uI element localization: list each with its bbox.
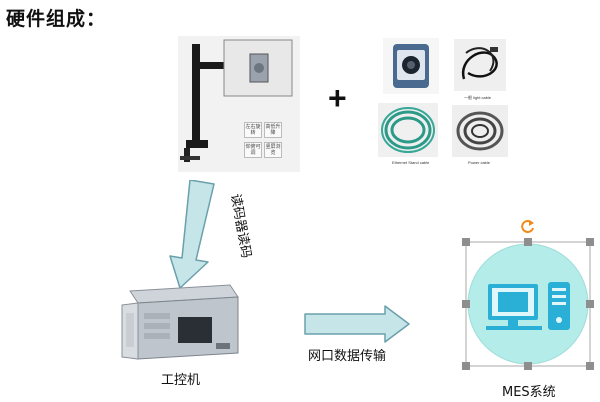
light-cable-photo (454, 39, 506, 91)
plus-sign: + (328, 80, 347, 116)
resize-handle-tm[interactable] (524, 238, 532, 246)
feature-height: 高低升降 (264, 122, 282, 138)
resize-handle-bm[interactable] (524, 362, 532, 370)
resize-handle-tl[interactable] (462, 238, 470, 246)
barcode-scanner-photo (383, 38, 439, 94)
read-code-arrow (169, 180, 215, 289)
mes-label: MES系统 (502, 385, 556, 400)
mes-computer-icon (465, 238, 591, 367)
power-cable-label: Power cable (468, 160, 491, 165)
resize-handle-mr[interactable] (586, 300, 594, 308)
feature-portrait: 竖屏浏览 (264, 142, 282, 158)
feature-tilt: 仰俯可调 (244, 142, 262, 158)
ethernet-cable-label: Ethernet Stand cable (392, 160, 430, 165)
rotate-handle-icon[interactable] (520, 218, 536, 234)
resize-handle-tr[interactable] (586, 238, 594, 246)
ipc-label: 工控机 (161, 373, 201, 388)
arrow-label-network: 网口数据传输 (308, 349, 387, 364)
page-title: 硬件组成： (6, 8, 107, 30)
resize-handle-ml[interactable] (462, 300, 470, 308)
feature-rotate: 左右旋转 (244, 122, 262, 138)
network-transfer-arrow (304, 305, 410, 343)
power-cable-photo (452, 105, 508, 157)
ethernet-cable-photo (378, 103, 438, 157)
mes-system-icon[interactable] (462, 238, 594, 370)
resize-handle-bl[interactable] (462, 362, 470, 370)
light-cable-label: 一根 light cable (464, 95, 492, 100)
monitor-arm-drawing (180, 39, 293, 162)
monitor-arm-photo: 左右旋转 高低升降 仰俯可调 竖屏浏览 (178, 36, 300, 172)
industrial-pc-photo (112, 283, 242, 361)
resize-handle-br[interactable] (586, 362, 594, 370)
